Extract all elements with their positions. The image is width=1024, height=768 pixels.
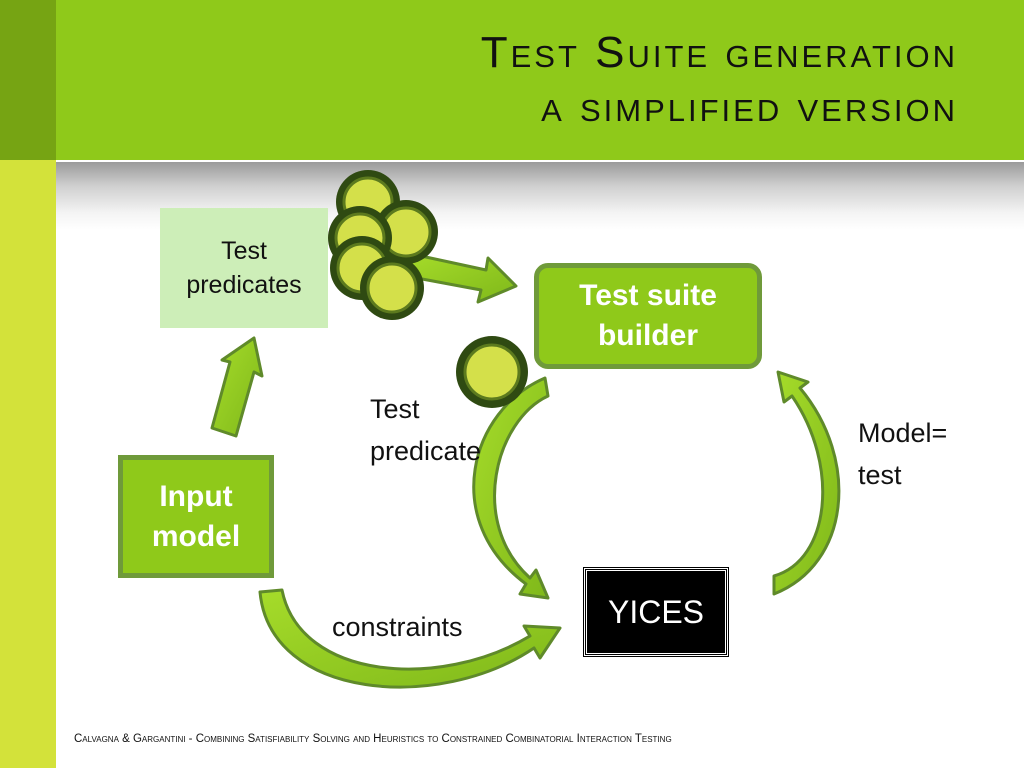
header-rule <box>56 160 1024 162</box>
yices-label: YICES <box>607 593 705 630</box>
test-predicate-label: Test predicate <box>370 394 482 466</box>
input-model-label: Input model <box>151 479 241 553</box>
model-test-label: Model= test <box>858 418 948 490</box>
yices-box: YICES <box>583 567 729 657</box>
slide-title-line2: a simplified version <box>541 82 958 131</box>
predicate-token-icon <box>360 256 424 320</box>
arrow-input-to-yices-icon <box>258 588 562 689</box>
slide-title-line1: Test Suite generation <box>480 28 958 77</box>
left-accent-strip-top <box>0 0 56 160</box>
input-model-box: Input model <box>118 455 274 578</box>
test-suite-builder-box: Test suite builder <box>534 263 762 369</box>
predicate-token-icon <box>456 336 528 408</box>
arrow-builder-to-yices-icon <box>472 376 550 600</box>
slide-title: Test Suite generation a simplified versi… <box>78 26 958 134</box>
predicate-token-cluster <box>328 170 438 320</box>
left-accent-strip <box>0 160 56 768</box>
test-predicates-box: Test predicates <box>160 208 328 328</box>
test-predicates-label: Test predicates <box>186 237 302 299</box>
test-suite-builder-label: Test suite builder <box>579 279 717 352</box>
arrow-yices-to-builder-icon <box>772 370 841 596</box>
constraints-label: constraints <box>332 612 463 642</box>
arrow-input-to-predicates-icon <box>210 336 264 438</box>
header-band <box>56 0 1024 160</box>
footer-citation: Calvagna & Gargantini - Combining Satisf… <box>74 733 672 745</box>
